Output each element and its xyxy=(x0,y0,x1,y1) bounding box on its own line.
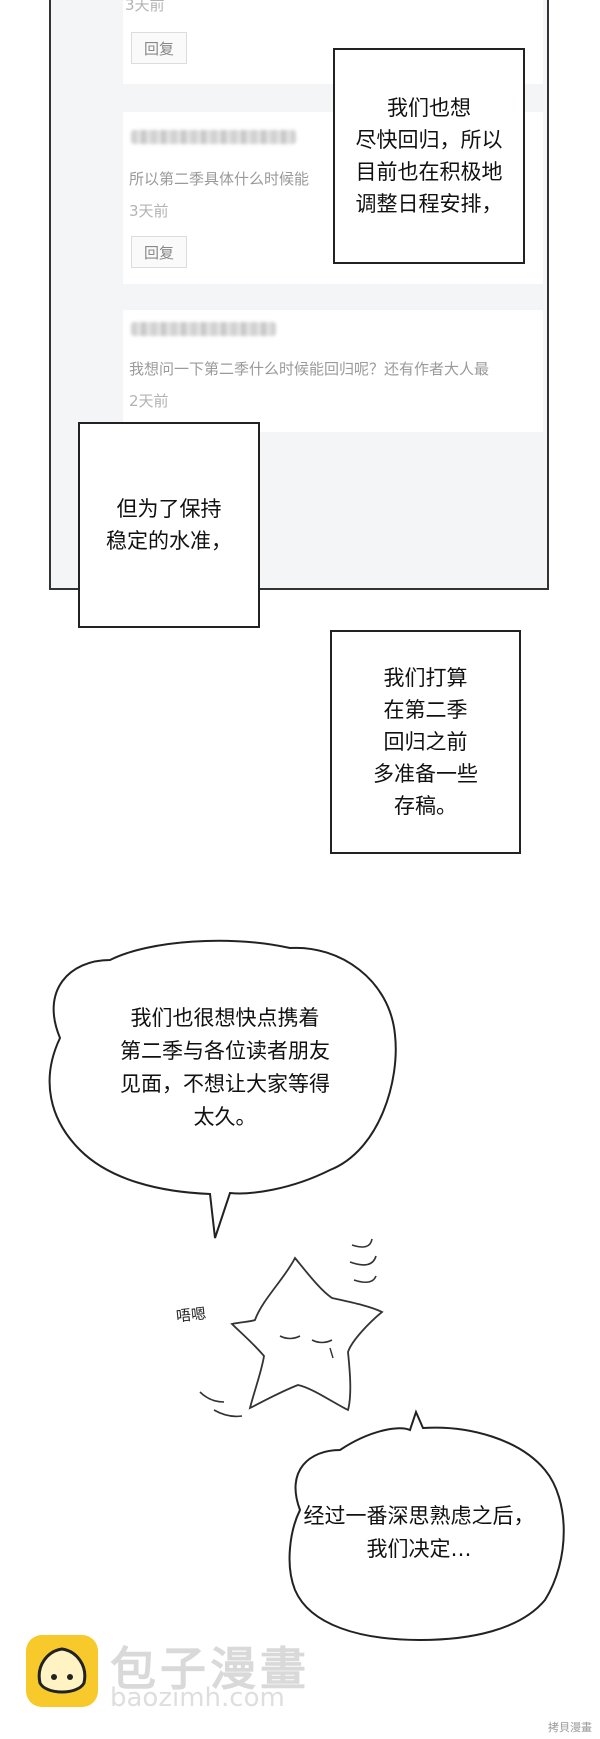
comment-time: 2天前 xyxy=(129,392,169,410)
speech-bubble-text: 经过一番深思熟虑之后， 我们决定… xyxy=(303,1504,535,1561)
sound-effect-text: 唔嗯 xyxy=(175,1304,207,1326)
speech-bubble-text: 我们也很想快点携着 第二季与各位读者朋友 见面，不想让大家等得 太久。 xyxy=(120,1006,330,1129)
comment-item: 3天前 回复 xyxy=(123,0,543,84)
narration-box: 我们打算 在第二季 回归之前 多准备一些 存稿。 xyxy=(330,630,521,854)
reply-button[interactable]: 回复 xyxy=(131,236,187,268)
baozi-logo-icon xyxy=(26,1635,98,1707)
narration-box: 但为了保持 稳定的水准， xyxy=(78,422,260,628)
comment-time: 3天前 xyxy=(129,202,169,220)
watermark-url: baozimh.com xyxy=(110,1683,285,1713)
blurred-username xyxy=(131,322,276,336)
star-character xyxy=(230,1256,384,1412)
comment-time: 3天前 xyxy=(125,0,165,14)
blurred-username xyxy=(131,130,296,144)
bun-face-icon xyxy=(37,1647,87,1694)
reply-button[interactable]: 回复 xyxy=(131,32,187,64)
narration-box: 我们也想 尽快回归，所以 目前也在积极地 调整日程安排， xyxy=(333,48,525,264)
comment-text: 我想问一下第二季什么时候能回归呢？还有作者大人最 xyxy=(129,360,490,378)
watermark-title: 包子漫畫 xyxy=(110,1642,310,1696)
corner-watermark: 拷貝漫畫 xyxy=(548,1721,592,1734)
comment-text: 所以第二季具体什么时候能 xyxy=(129,170,310,188)
comment-item: 我想问一下第二季什么时候能回归呢？还有作者大人最 2天前 xyxy=(123,310,543,432)
